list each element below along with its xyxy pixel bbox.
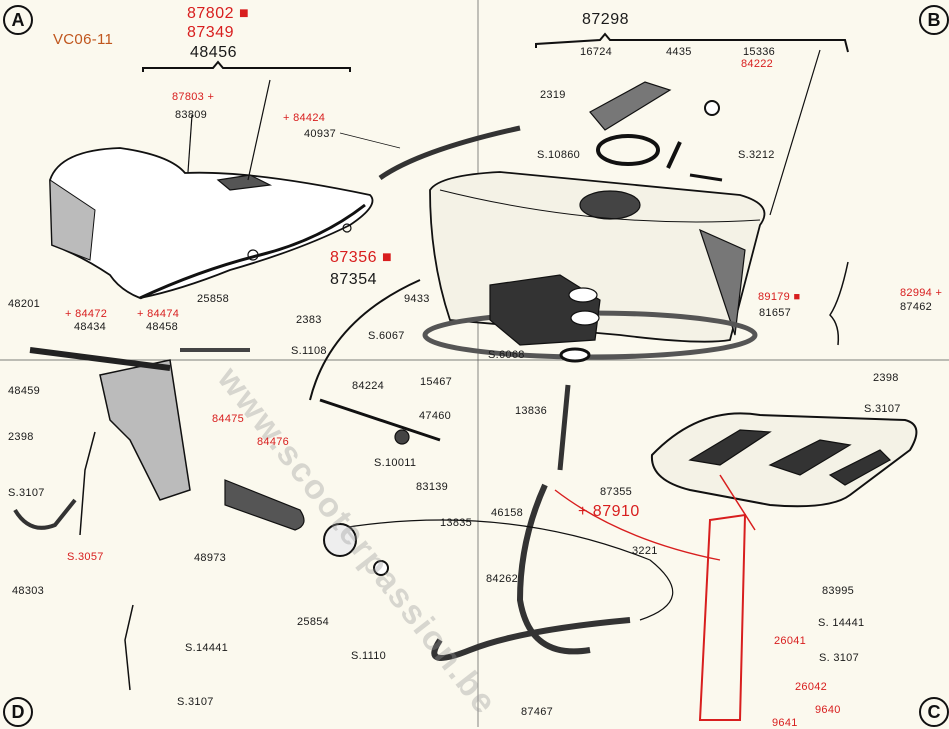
part-label: 84476 [257, 436, 290, 448]
part-label: 25854 [297, 616, 330, 628]
corner-marker-c: C [919, 697, 949, 727]
part-label: S.10011 [374, 457, 417, 469]
rod-drawing [319, 398, 441, 442]
part-label: 2398 [8, 431, 34, 443]
part-label: 46158 [491, 507, 524, 519]
part-label: 15336 [743, 46, 776, 58]
part-label: 87802 ■ [187, 5, 250, 22]
part-label: 4435 [666, 46, 692, 58]
part-label: S. 14441 [818, 617, 865, 629]
corner-marker-d: D [3, 697, 33, 727]
part-label: 87467 [521, 706, 554, 718]
part-label: 84222 [741, 58, 774, 70]
part-label: 82994 + [900, 287, 943, 299]
part-label: S. 3107 [819, 652, 860, 664]
part-label: 13835 [440, 517, 473, 529]
part-label: 81657 [759, 307, 792, 319]
part-label: 87354 [330, 271, 377, 288]
part-label: 87462 [900, 301, 933, 313]
part-label: S.1110 [351, 650, 387, 662]
part-label: 48458 [146, 321, 179, 333]
part-label: 48459 [8, 385, 41, 397]
corner-marker-a: A [3, 5, 33, 35]
part-label: 87803 + [172, 91, 215, 103]
hose-drawing [516, 483, 591, 655]
part-label: S.6067 [368, 330, 405, 342]
part-label: 3221 [632, 545, 658, 557]
part-label: 87355 [600, 486, 633, 498]
part-label: + 84474 [137, 308, 180, 320]
part-label: 26041 [774, 635, 807, 647]
part-label: S.10860 [537, 149, 581, 161]
part-label: + 87910 [578, 503, 640, 520]
part-label: S.3107 [864, 403, 901, 415]
part-label: 48201 [8, 298, 41, 310]
part-label: 84475 [212, 413, 245, 425]
part-label: 83995 [822, 585, 855, 597]
part-label: 84224 [352, 380, 385, 392]
part-label: 84262 [486, 573, 519, 585]
footrest-drawing [224, 479, 305, 531]
part-label: S.6068 [488, 349, 525, 361]
part-label: 2398 [873, 372, 899, 384]
part-label: 9640 [815, 704, 841, 716]
part-label: S.1108 [291, 345, 327, 357]
seat-drawing [49, 79, 374, 300]
part-label: 16724 [580, 46, 613, 58]
corner-marker-b: B [919, 5, 949, 35]
part-label: 2319 [540, 89, 566, 101]
part-label: 83139 [416, 481, 449, 493]
bracket-drawing [99, 359, 191, 501]
part-label: 83809 [175, 109, 208, 121]
part-label: 26042 [795, 681, 828, 693]
brace-seat [142, 60, 351, 72]
part-label: 48456 [190, 44, 237, 61]
part-label: + 84472 [65, 308, 108, 320]
fuel-tap-drawing [698, 513, 747, 721]
part-label: 87356 ■ [330, 249, 393, 266]
part-label: 89179 ■ [758, 291, 801, 303]
part-label: S.14441 [185, 642, 229, 654]
part-label: 13836 [515, 405, 548, 417]
strap-drawing [378, 125, 521, 181]
tank-drawing [422, 49, 821, 363]
part-label: 48973 [194, 552, 227, 564]
part-label: 87298 [582, 11, 629, 28]
part-label: 48303 [12, 585, 45, 597]
part-label: S.3107 [177, 696, 214, 708]
cap-drawing [589, 81, 672, 131]
part-label: 25858 [197, 293, 230, 305]
part-label: 87349 [187, 24, 234, 41]
part-label: 48434 [74, 321, 107, 333]
part-label: 40937 [304, 128, 337, 140]
part-label: S.3107 [8, 487, 45, 499]
part-label: 47460 [419, 410, 452, 422]
part-label: 15467 [420, 376, 453, 388]
part-label: 2383 [296, 314, 322, 326]
part-label: + 84424 [283, 112, 326, 124]
part-label: 9433 [404, 293, 430, 305]
part-label: S.3057 [67, 551, 104, 563]
brace-cap [535, 32, 849, 53]
diagram-code: VC06-11 [53, 31, 114, 48]
part-label: S.3212 [738, 149, 775, 161]
part-label: 9641 [772, 717, 798, 729]
